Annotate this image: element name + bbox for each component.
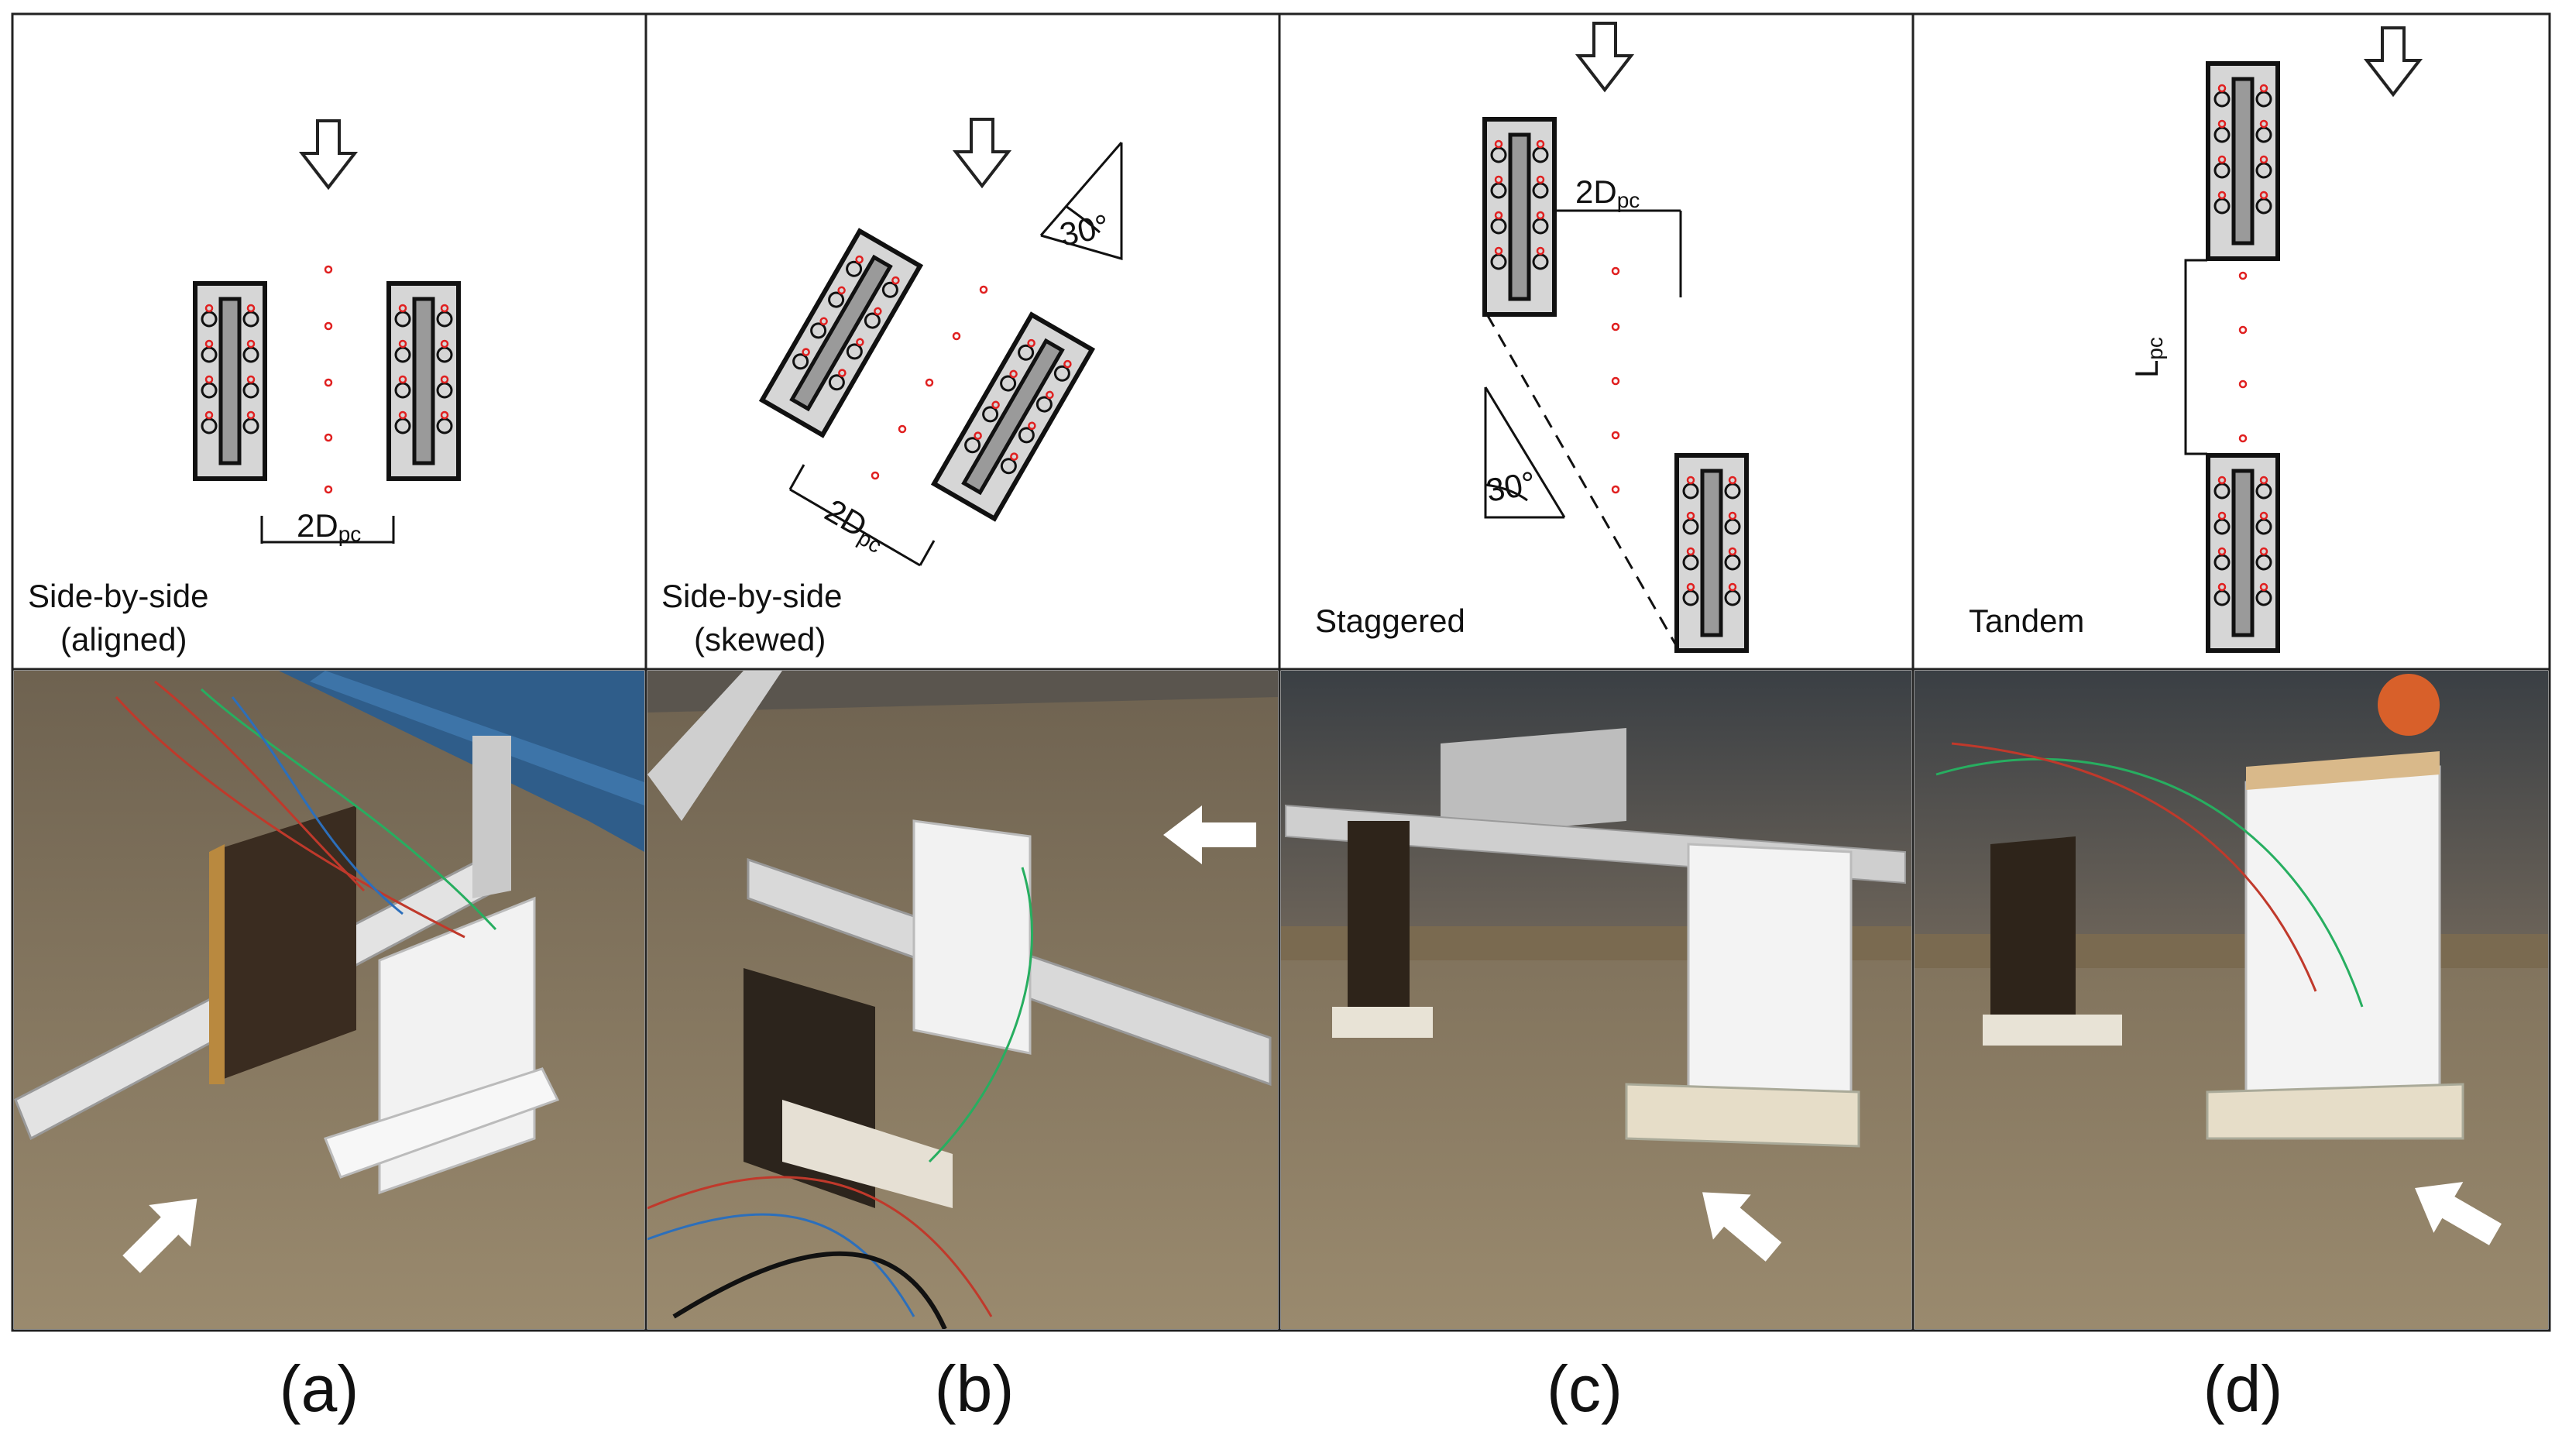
pile-group-downstream	[1677, 455, 1746, 651]
diagram-c: 2Dpc 30° Staggered	[1315, 22, 1746, 651]
dimension-label: Lpc	[2128, 337, 2167, 378]
photo-b	[647, 671, 1278, 1329]
angle-marker	[1039, 142, 1123, 260]
sensor-line	[871, 285, 988, 480]
stagger-line	[1485, 314, 1681, 651]
dimension-line	[2184, 259, 2207, 455]
pile-group-downstream	[2208, 455, 2278, 651]
dimension-label: 2Dpc	[297, 507, 361, 546]
sensor-line	[324, 265, 333, 494]
angle-marker	[1484, 386, 1566, 519]
layout-label-line1: Side-by-side	[661, 578, 842, 614]
pile-group-left	[195, 283, 265, 479]
flow-arrow-down-icon	[301, 119, 356, 189]
angle-label: 30°	[1056, 208, 1112, 253]
pile-group-upstream	[1485, 119, 1554, 314]
caption-d: (d)	[2203, 1352, 2283, 1425]
dimension-line	[260, 516, 395, 544]
pile-group-right	[934, 314, 1092, 518]
caption-b: (b)	[934, 1352, 1015, 1425]
caption-a: (a)	[279, 1352, 359, 1425]
pile-group-right	[389, 283, 458, 479]
layout-label-line1: Staggered	[1315, 603, 1465, 639]
sensor-line	[1611, 266, 1620, 494]
diagram-b: 2Dpc 30° Side-by-side (skewed)	[661, 118, 1123, 658]
photo-c	[1281, 671, 1911, 1329]
angle-label: 30°	[1483, 465, 1538, 509]
pile-group-upstream	[2208, 64, 2278, 259]
dimension-line	[1557, 209, 1682, 297]
dimension-label: 2Dpc	[818, 492, 893, 558]
caption-c: (c)	[1547, 1352, 1623, 1425]
panel-grid	[11, 12, 2551, 1332]
dimension-label: 2Dpc	[1575, 173, 1640, 212]
layout-label-line1: Tandem	[1969, 603, 2084, 639]
dimension-line	[788, 464, 936, 567]
flow-arrow-down-icon	[2365, 26, 2421, 96]
diagram-a: 2Dpc Side-by-side (aligned)	[28, 119, 458, 658]
pile-group-left	[762, 231, 920, 434]
photo-a	[14, 671, 644, 1329]
diagram-d: Lpc Tandem	[1969, 26, 2421, 651]
layout-label-line1: Side-by-side	[28, 578, 208, 614]
flow-arrow-down-icon	[1577, 22, 1633, 91]
layout-label-line2: (skewed)	[694, 621, 826, 658]
photo-d	[1915, 671, 2548, 1329]
layout-label-line2: (aligned)	[60, 621, 187, 658]
flow-arrow-down-icon	[954, 118, 1010, 187]
sensor-line	[2238, 271, 2248, 443]
